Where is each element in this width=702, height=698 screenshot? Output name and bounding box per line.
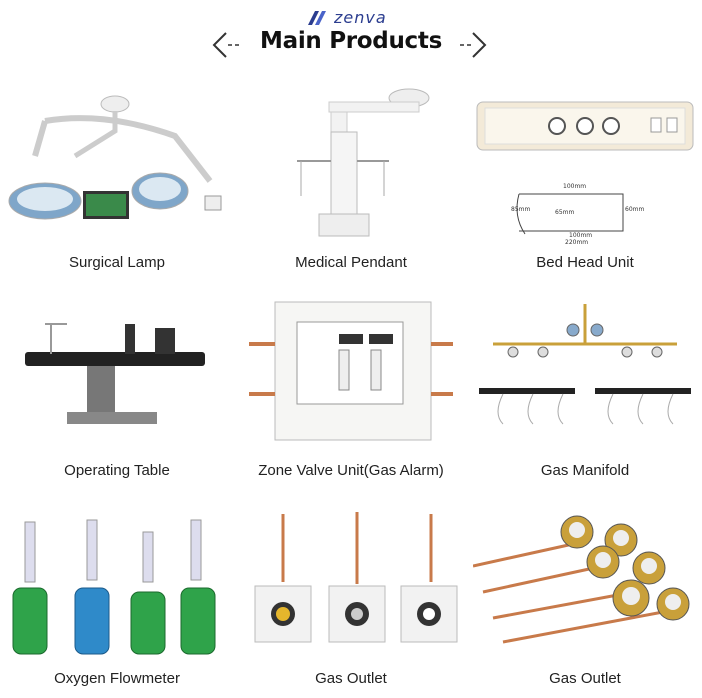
dim-top: 100mm [563, 183, 586, 190]
brand-logo[interactable]: zenva [306, 6, 387, 28]
product-card[interactable]: Surgical Lamp [0, 82, 234, 282]
dim-mid: 65mm [555, 209, 574, 216]
brand-name: zenva [334, 7, 387, 27]
dim-right: 60mm [625, 206, 644, 213]
product-label: Gas Outlet [315, 670, 387, 687]
medical-pendant-image [297, 88, 430, 237]
gas-outlet-image [254, 512, 458, 643]
gas-manifold-image [479, 304, 691, 425]
product-label: Gas Outlet [549, 670, 621, 687]
product-label: Operating Table [64, 462, 170, 479]
page-header: zenva Main Products [0, 0, 702, 72]
operating-table-image [25, 323, 205, 424]
dim-bottom1: 100mm [569, 232, 592, 239]
product-label: Medical Pendant [295, 254, 407, 271]
dim-left: 85mm [511, 206, 530, 213]
oxygen-flowmeter-image [12, 519, 216, 655]
product-card[interactable]: Oxygen Flowmeter [0, 498, 234, 698]
dim-bottom2: 220mm [565, 239, 588, 246]
product-card[interactable]: Gas Outlet [234, 498, 468, 698]
product-card[interactable]: 100mm 65mm 85mm 60mm 100mm 220mm Bed Hea… [468, 82, 702, 282]
surgical-lamp-image [8, 95, 222, 220]
product-label: Bed Head Unit [536, 254, 634, 271]
product-label: Oxygen Flowmeter [54, 670, 180, 687]
zone-valve-unit-image [249, 301, 453, 441]
arrow-left-icon[interactable] [210, 30, 244, 60]
product-label: Zone Valve Unit(Gas Alarm) [258, 462, 444, 479]
arrow-right-icon[interactable] [455, 30, 489, 60]
bed-head-unit-image: 100mm 65mm 85mm 60mm 100mm 220mm [476, 101, 694, 246]
product-card[interactable]: Gas Manifold [468, 290, 702, 490]
zenva-logo-icon [308, 11, 326, 25]
product-label: Gas Manifold [540, 462, 630, 479]
page-title: Main Products [260, 28, 442, 54]
product-card[interactable]: Zone Valve Unit(Gas Alarm) [234, 290, 468, 490]
product-card[interactable]: Operating Table [0, 290, 234, 490]
product-card[interactable]: Gas Outlet [468, 498, 702, 698]
gas-outlet-copper-image [473, 515, 690, 644]
product-label: Surgical Lamp [69, 254, 165, 271]
product-card[interactable]: Medical Pendant [234, 82, 468, 282]
